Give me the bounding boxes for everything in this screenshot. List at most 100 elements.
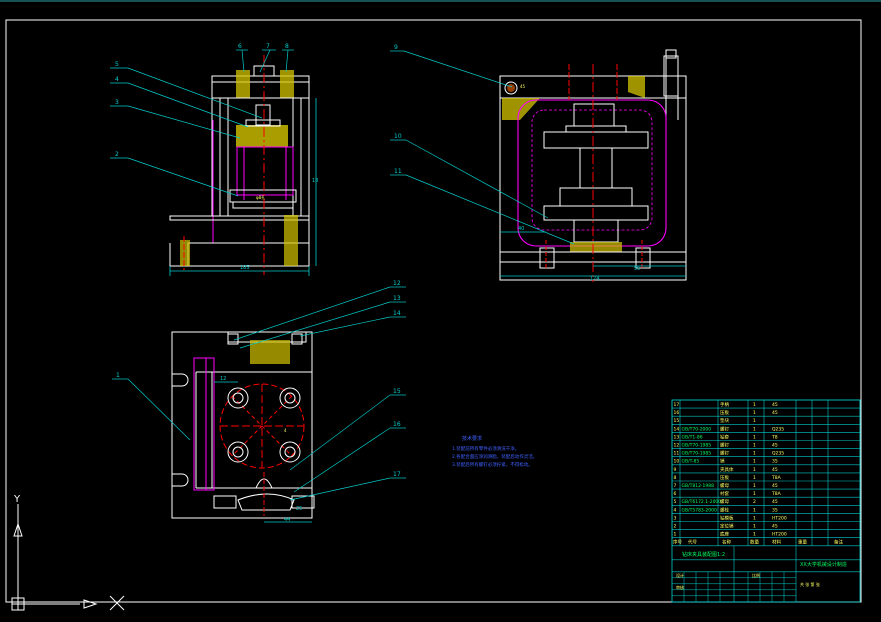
bolt-hole-tl: [227, 387, 249, 409]
bom-cell: 1: [753, 532, 756, 538]
front-view: 185 18 φ8孔 6 7 8 5 4 3 2: [110, 43, 318, 276]
bom-cell: 1: [753, 515, 756, 521]
bom-cell: 1: [753, 524, 756, 530]
bom-cell: 10: [674, 459, 680, 465]
front-bushing-right: [280, 70, 294, 98]
bom-cell: 1: [753, 434, 756, 440]
dim-front-height: 18: [312, 178, 318, 184]
dim-top-4: 4: [284, 428, 287, 433]
bom-cell: 1: [753, 410, 756, 416]
front-clamp-nut: [236, 125, 288, 147]
bom-cell: GB/T-85: [682, 459, 700, 465]
bom-cell: T8A: [771, 475, 782, 481]
top-hatch: [250, 340, 290, 364]
bom-cell: 1: [753, 507, 756, 513]
balloon-17: 17: [393, 471, 401, 478]
front-base-hatch: [284, 215, 298, 266]
bom-cell: 35: [772, 459, 778, 465]
bolt-hole-br: [279, 441, 301, 463]
bom-cell: 5: [674, 499, 677, 505]
bom-cell: 14: [674, 426, 680, 432]
ucs-y-label: Y: [13, 494, 21, 505]
bom-cell: 45: [772, 443, 778, 449]
notes-line-2: 2.各配合面应涂润滑脂，装配后动作灵活。: [452, 453, 537, 460]
bom-cell: 45: [772, 524, 778, 530]
balloon-6: 6: [238, 43, 242, 50]
balloon-12: 12: [393, 280, 401, 287]
dim-front-width: 185: [240, 265, 250, 271]
balloon-9: 9: [394, 44, 398, 51]
balloon-1: 1: [116, 372, 120, 379]
bom-header-cell: 序号: [673, 539, 682, 546]
bom-cell: 45: [772, 483, 778, 489]
bom-cell: 衬套: [720, 490, 729, 497]
bom-header-cell: 重量: [798, 539, 807, 546]
dim-side-top: 45: [520, 84, 526, 89]
bom-cell: 8: [674, 475, 677, 481]
bom-cell: 1: [753, 467, 756, 473]
bom-cell: 夹具体: [720, 466, 734, 473]
bom-cell: 45: [772, 499, 778, 505]
bom-header-cell: 材料: [772, 539, 781, 546]
bom-cell: 7: [674, 483, 677, 489]
bom-cell: Q235: [772, 451, 784, 457]
bom-cell: T8: [771, 434, 778, 440]
bom-cell: 钻模板: [720, 514, 734, 521]
drawing-frame: [5, 19, 862, 603]
bom-cell: 11: [674, 451, 680, 457]
bom-cell: 45: [772, 410, 778, 416]
balloon-5: 5: [115, 61, 119, 68]
bom-cell: 1: [753, 483, 756, 489]
bom-cell: 1: [753, 475, 756, 481]
bom-cell: T8A: [771, 491, 782, 497]
bom-cell: 2: [674, 524, 677, 530]
bom-cell: GB/T6172.1-2000: [682, 499, 722, 505]
bom-cell: 35: [772, 507, 778, 513]
bom-cell: 16: [674, 410, 680, 416]
bom-cell: HT200: [772, 515, 787, 521]
bom-cell: Q235: [772, 426, 784, 432]
bom-cell: 1: [753, 402, 756, 408]
bom-cell: 垫块: [720, 417, 729, 424]
bom-cell: GB/T70-1985: [682, 443, 712, 449]
front-bushing-left: [236, 70, 250, 98]
bom-cell: GB/T70-1985: [682, 451, 712, 457]
side-view: 174 95 40 45 9 10 11: [390, 44, 687, 282]
bom-cell: 13: [674, 434, 680, 440]
balloon-4: 4: [115, 76, 119, 83]
bom-cell: GB/T1-86: [682, 434, 703, 440]
balloon-11: 11: [394, 168, 402, 175]
bom-cell: GB/T5783-2000: [682, 507, 718, 513]
bom-cell: 螺母: [720, 482, 729, 489]
dim-side-40: 40: [518, 226, 524, 232]
bom-cell: 6: [674, 491, 677, 497]
bom-cell: 45: [772, 467, 778, 473]
dim-top-25: 25: [296, 506, 302, 512]
balloon-16: 16: [393, 421, 401, 428]
bom-header-cell: 备注: [834, 539, 843, 546]
bom-cell: 压板: [720, 474, 729, 481]
balloon-14: 14: [393, 310, 401, 317]
bom-header-cell: 名称: [722, 539, 731, 546]
bolt-hole-bl: [227, 441, 249, 463]
bom-cell: 9: [674, 467, 677, 473]
bom-header-cell: 代号: [688, 539, 697, 546]
title-block-sheet: 共 张 第 张: [800, 581, 820, 587]
technical-notes: 技术要求 1.装配前所有零件必须清洗干净。 2.各配合面应涂润滑脂，装配后动作灵…: [452, 435, 537, 468]
notes-title: 技术要求: [462, 435, 482, 442]
bom-cell: 螺母: [720, 498, 729, 505]
bom-cell: 1: [753, 418, 756, 424]
bom-cell: 钻套: [720, 433, 729, 440]
side-nut-hatch: [570, 242, 622, 252]
title-block-checked: 审核: [676, 584, 684, 590]
bom-cell: HT200: [772, 532, 787, 538]
bom-cell: 15: [674, 418, 680, 424]
ucs-icon: [11, 504, 125, 611]
bom-cell: 4: [674, 507, 677, 513]
title-block-left: 钻床夹具装配图1:2: [682, 551, 725, 558]
balloon-2: 2: [115, 151, 119, 158]
bom-cell: 定位销: [720, 523, 734, 530]
bom-cell: 1: [753, 426, 756, 432]
